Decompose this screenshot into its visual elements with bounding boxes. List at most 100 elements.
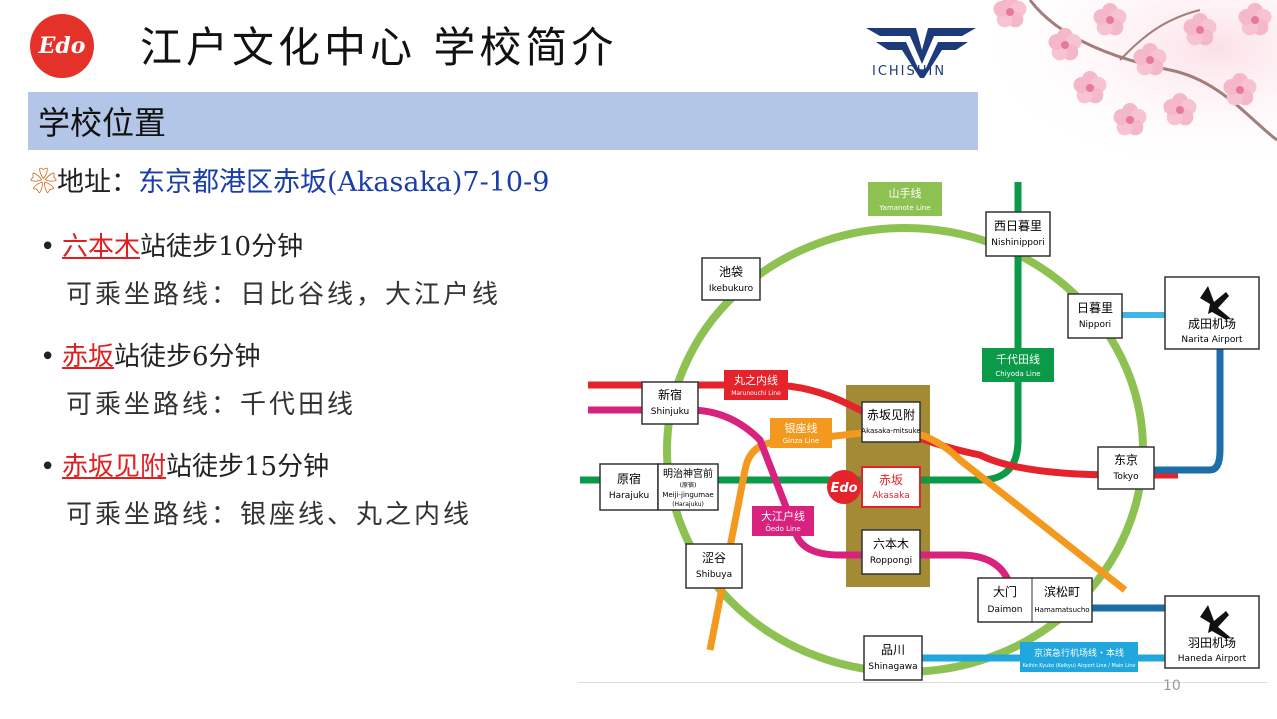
oedo-line <box>588 406 1014 587</box>
footer-rule <box>578 682 1268 683</box>
address-line: ❀地址：东京都港区赤坂(Akasaka)7-10-9 <box>30 160 549 199</box>
station-en: Meiji-jingumae <box>662 491 713 499</box>
oedo-label-en: Ōedo Line <box>765 524 800 533</box>
section-header-bar <box>28 92 978 150</box>
station-roppongi: 六本木 Roppongi <box>861 529 921 575</box>
station-item-akasakamitsuke: •赤坂见附站徒步15分钟 <box>40 446 329 483</box>
station-en: Tokyo <box>1112 472 1139 482</box>
station-daimon-hamamatsucho: 大门 Daimon 滨松町 Hamamatsucho <box>977 577 1093 623</box>
station-walk-time: 站徒步15分钟 <box>166 452 330 482</box>
edo-school-marker: Edo <box>827 470 861 504</box>
station-harajuku: 原宿 Harajuku <box>599 463 659 511</box>
oedo-label-box <box>752 506 814 536</box>
yamanote-label-zh: 山手线 <box>889 186 922 200</box>
station-en-sub: (Harajuku) <box>672 501 704 508</box>
station-zh: 涩谷 <box>702 550 726 565</box>
station-name: 六本木 <box>62 232 141 262</box>
station-shinjuku: 新宿 Shinjuku <box>641 381 699 425</box>
station-en: Nippori <box>1079 320 1111 330</box>
station-en: Roppongi <box>870 556 912 566</box>
station-en: Ikebukuro <box>709 284 754 294</box>
station-akasakamitsuke: 赤坂见附 Akasaka-mitsuke <box>861 401 921 443</box>
station-en: Akasaka-mitsuke <box>861 427 920 435</box>
station-walk-time: 站徒步10分钟 <box>140 232 304 262</box>
station-zh: 赤坂见附 <box>867 408 915 422</box>
station-en: Akasaka <box>872 491 910 501</box>
station-en: Daimon <box>988 605 1023 615</box>
station-zh: 赤坂 <box>879 473 903 487</box>
address-value: 东京都港区赤坂(Akasaka)7-10-9 <box>138 167 550 198</box>
page-title: 江户文化中心 学校简介 <box>140 23 618 72</box>
bullet-dot-icon: • <box>40 342 56 372</box>
airplane-icon <box>1200 605 1230 639</box>
station-routes: 可乘坐路线：银座线、丸之内线 <box>66 500 473 530</box>
station-nippori: 日暮里 Nippori <box>1067 293 1123 339</box>
station-akasaka: 赤坂 Akasaka <box>861 466 921 508</box>
school-marker-text: Edo <box>830 481 857 496</box>
station-zh: 东京 <box>1114 453 1138 467</box>
marunouchi-label-box <box>724 370 788 400</box>
station-en: Shibuya <box>696 570 732 580</box>
station-sub: (原宿) <box>680 481 697 489</box>
station-zh: 新宿 <box>658 387 682 402</box>
station-zh: 六本木 <box>873 537 909 551</box>
logo-text: Edo <box>38 33 86 59</box>
keisei-line <box>1140 340 1224 474</box>
station-item-roppongi: •六本木站徒步10分钟 <box>40 226 303 263</box>
station-narita-airport: 成田机场 Narita Airport <box>1164 276 1260 350</box>
station-walk-time: 站徒步6分钟 <box>114 342 261 372</box>
oedo-label-zh: 大江户线 <box>761 509 805 523</box>
ginza-label-en: Ginza Line <box>783 437 820 445</box>
page-number: 10 <box>1163 678 1181 694</box>
station-tokyo: 东京 Tokyo <box>1097 446 1155 490</box>
station-zh: 西日暮里 <box>994 219 1042 233</box>
edo-logo: Edo <box>30 14 94 78</box>
station-zh: 池袋 <box>719 265 743 279</box>
yamanote-label-en: Yamanote Line <box>878 204 930 212</box>
ichishin-logo-icon <box>866 28 976 78</box>
station-item-akasaka: •赤坂站徒步6分钟 <box>40 336 261 373</box>
station-meijijingumae: 明治神宫前 (原宿) Meiji-jingumae (Harajuku) <box>657 463 719 511</box>
station-zh: 日暮里 <box>1077 301 1113 315</box>
chiyoda-label-zh: 千代田线 <box>996 352 1040 366</box>
station-en: Nishinippori <box>991 238 1044 248</box>
cherry-blossom-decoration-icon <box>970 0 1277 160</box>
flower-bullet-icon: ❀ <box>30 167 57 198</box>
station-zh: 品川 <box>881 643 905 657</box>
station-ikebukuro: 池袋 Ikebukuro <box>701 257 761 301</box>
station-name: 赤坂见附 <box>62 452 167 482</box>
station-nishinippori: 西日暮里 Nishinippori <box>985 211 1051 257</box>
keikyu-label-box <box>1020 642 1138 672</box>
station-zh: 滨松町 <box>1044 584 1080 599</box>
station-en: Harajuku <box>609 491 649 501</box>
station-zh: 羽田机场 <box>1188 636 1236 650</box>
station-routes: 可乘坐路线：千代田线 <box>66 390 357 420</box>
marunouchi-label-zh: 丸之内线 <box>734 373 778 387</box>
chiyoda-label-en: Chiyoda Line <box>995 370 1040 378</box>
station-routes: 可乘坐路线：日比谷线，大江户线 <box>66 280 502 310</box>
station-en: Narita Airport <box>1181 335 1243 345</box>
keikyu-label-zh: 京滨急行机场线・本线 <box>1034 647 1124 659</box>
station-shibuya: 涩谷 Shibuya <box>685 543 743 589</box>
keikyu-label-en: Keihin Kyuko (Keikyu) Airport Line / Mai… <box>1023 663 1136 669</box>
station-zh: 原宿 <box>617 471 641 486</box>
address-label: 地址： <box>57 167 138 198</box>
ginza-label-zh: 银座线 <box>785 421 818 435</box>
station-en: Haneda Airport <box>1178 654 1247 664</box>
bullet-dot-icon: • <box>40 232 56 262</box>
bullet-dot-icon: • <box>40 452 56 482</box>
yamanote-label-box <box>868 182 942 216</box>
ginza-label-box <box>770 418 832 448</box>
station-name: 赤坂 <box>62 342 115 372</box>
station-shinagawa: 品川 Shinagawa <box>863 635 923 681</box>
station-en: Hamamatsucho <box>1034 606 1089 614</box>
station-en: Shinjuku <box>651 407 689 417</box>
marunouchi-label-en: Marunouchi Line <box>731 390 781 397</box>
airplane-icon <box>1200 286 1230 320</box>
chiyoda-label-box <box>982 348 1054 382</box>
station-en: Shinagawa <box>868 662 917 672</box>
station-zh: 成田机场 <box>1188 317 1236 331</box>
station-zh: 明治神宫前 <box>663 467 713 480</box>
station-haneda-airport: 羽田机场 Haneda Airport <box>1164 595 1260 669</box>
station-zh: 大门 <box>993 584 1017 599</box>
